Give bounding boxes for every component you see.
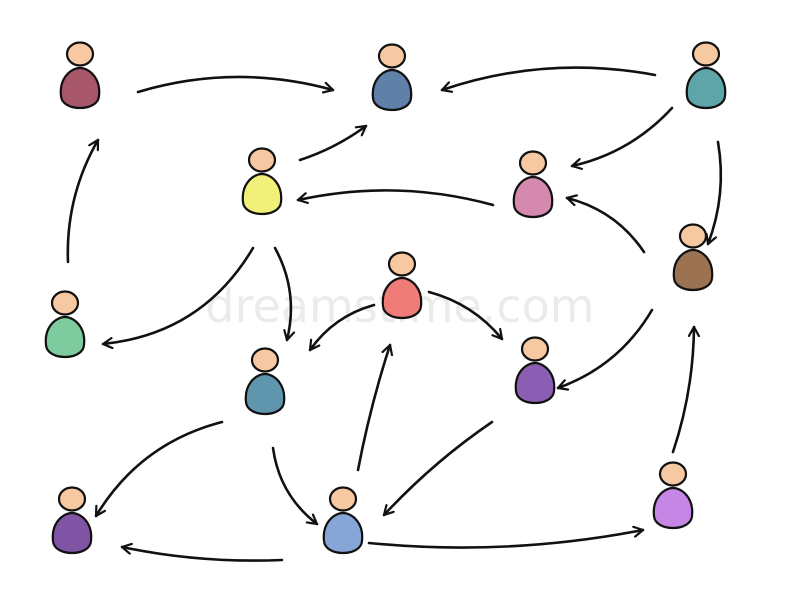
person-head — [57, 486, 87, 512]
person-body — [685, 66, 727, 109]
person-head — [678, 223, 708, 249]
person-icon-p10 — [514, 336, 556, 404]
arrow-line — [356, 343, 390, 472]
arrow-line — [367, 530, 645, 549]
person-body — [244, 372, 286, 415]
person-icon-p12 — [322, 486, 364, 554]
arrow-line — [94, 420, 224, 518]
arrow-p5-to-p4 — [296, 189, 495, 207]
arrow-p4-to-p9 — [273, 246, 291, 342]
person-head — [691, 41, 721, 67]
arrow-p3-to-p6 — [708, 140, 723, 246]
connections-layer — [66, 66, 723, 562]
arrow-line — [570, 106, 674, 166]
person-icon-p3 — [685, 41, 727, 109]
person-body — [672, 248, 714, 291]
people-layer — [44, 41, 727, 554]
arrow-line — [136, 75, 335, 92]
arrow-line — [556, 308, 654, 388]
person-body — [514, 361, 556, 404]
arrow-p12-to-p8 — [356, 343, 390, 472]
person-icon-p13 — [652, 461, 694, 529]
person-head — [658, 461, 688, 487]
arrow-p12-to-p11 — [120, 547, 284, 562]
person-head — [520, 336, 550, 362]
person-head — [328, 486, 358, 512]
person-icon-p1 — [59, 41, 101, 109]
person-body — [59, 66, 101, 109]
arrow-p9-to-p12 — [271, 446, 319, 526]
arrow-line — [708, 140, 723, 246]
arrow-p3-to-p2 — [440, 66, 657, 90]
person-body — [241, 172, 283, 215]
arrow-line — [120, 547, 284, 562]
arrow-line — [308, 303, 376, 352]
arrow-p8-to-p9 — [308, 303, 376, 352]
person-icon-p4 — [241, 147, 283, 215]
arrow-p13-to-p6 — [671, 325, 694, 454]
arrow-line — [101, 246, 255, 344]
arrow-line — [565, 198, 646, 254]
arrow-p9-to-p11 — [94, 420, 224, 518]
person-icon-p7 — [44, 290, 86, 358]
person-icon-p2 — [371, 43, 413, 111]
arrow-line — [66, 138, 100, 264]
person-body — [381, 276, 423, 319]
person-body — [44, 315, 86, 358]
person-body — [512, 175, 554, 218]
arrow-line — [273, 246, 291, 342]
arrow-p4-to-p2 — [298, 124, 368, 162]
person-head — [518, 150, 548, 176]
arrow-line — [382, 420, 494, 517]
person-body — [371, 68, 413, 111]
person-icon-p6 — [672, 223, 714, 291]
person-head — [50, 290, 80, 316]
person-icon-p11 — [51, 486, 93, 554]
person-head — [65, 41, 95, 67]
arrow-line — [296, 189, 495, 207]
person-body — [51, 511, 93, 554]
arrow-line — [671, 325, 694, 454]
arrow-line — [298, 124, 368, 162]
person-body — [652, 486, 694, 529]
arrow-p6-to-p5 — [565, 198, 646, 254]
arrow-line — [271, 446, 319, 526]
person-head — [387, 251, 417, 277]
arrow-p4-to-p7 — [101, 246, 255, 344]
person-head — [247, 147, 277, 173]
arrow-line — [427, 290, 504, 341]
arrow-p1-to-p2 — [136, 75, 335, 92]
arrow-line — [440, 66, 657, 90]
arrow-p3-to-p5 — [570, 106, 674, 166]
arrow-p8-to-p10 — [427, 290, 504, 341]
arrow-p7-to-p1 — [66, 138, 100, 264]
arrow-p12-to-p13 — [367, 530, 645, 549]
arrow-p6-to-p10 — [556, 308, 654, 388]
person-head — [250, 347, 280, 373]
person-icon-p5 — [512, 150, 554, 218]
person-icon-p9 — [244, 347, 286, 415]
person-icon-p8 — [381, 251, 423, 319]
person-head — [377, 43, 407, 69]
person-body — [322, 511, 364, 554]
arrow-p10-to-p12 — [382, 420, 494, 517]
